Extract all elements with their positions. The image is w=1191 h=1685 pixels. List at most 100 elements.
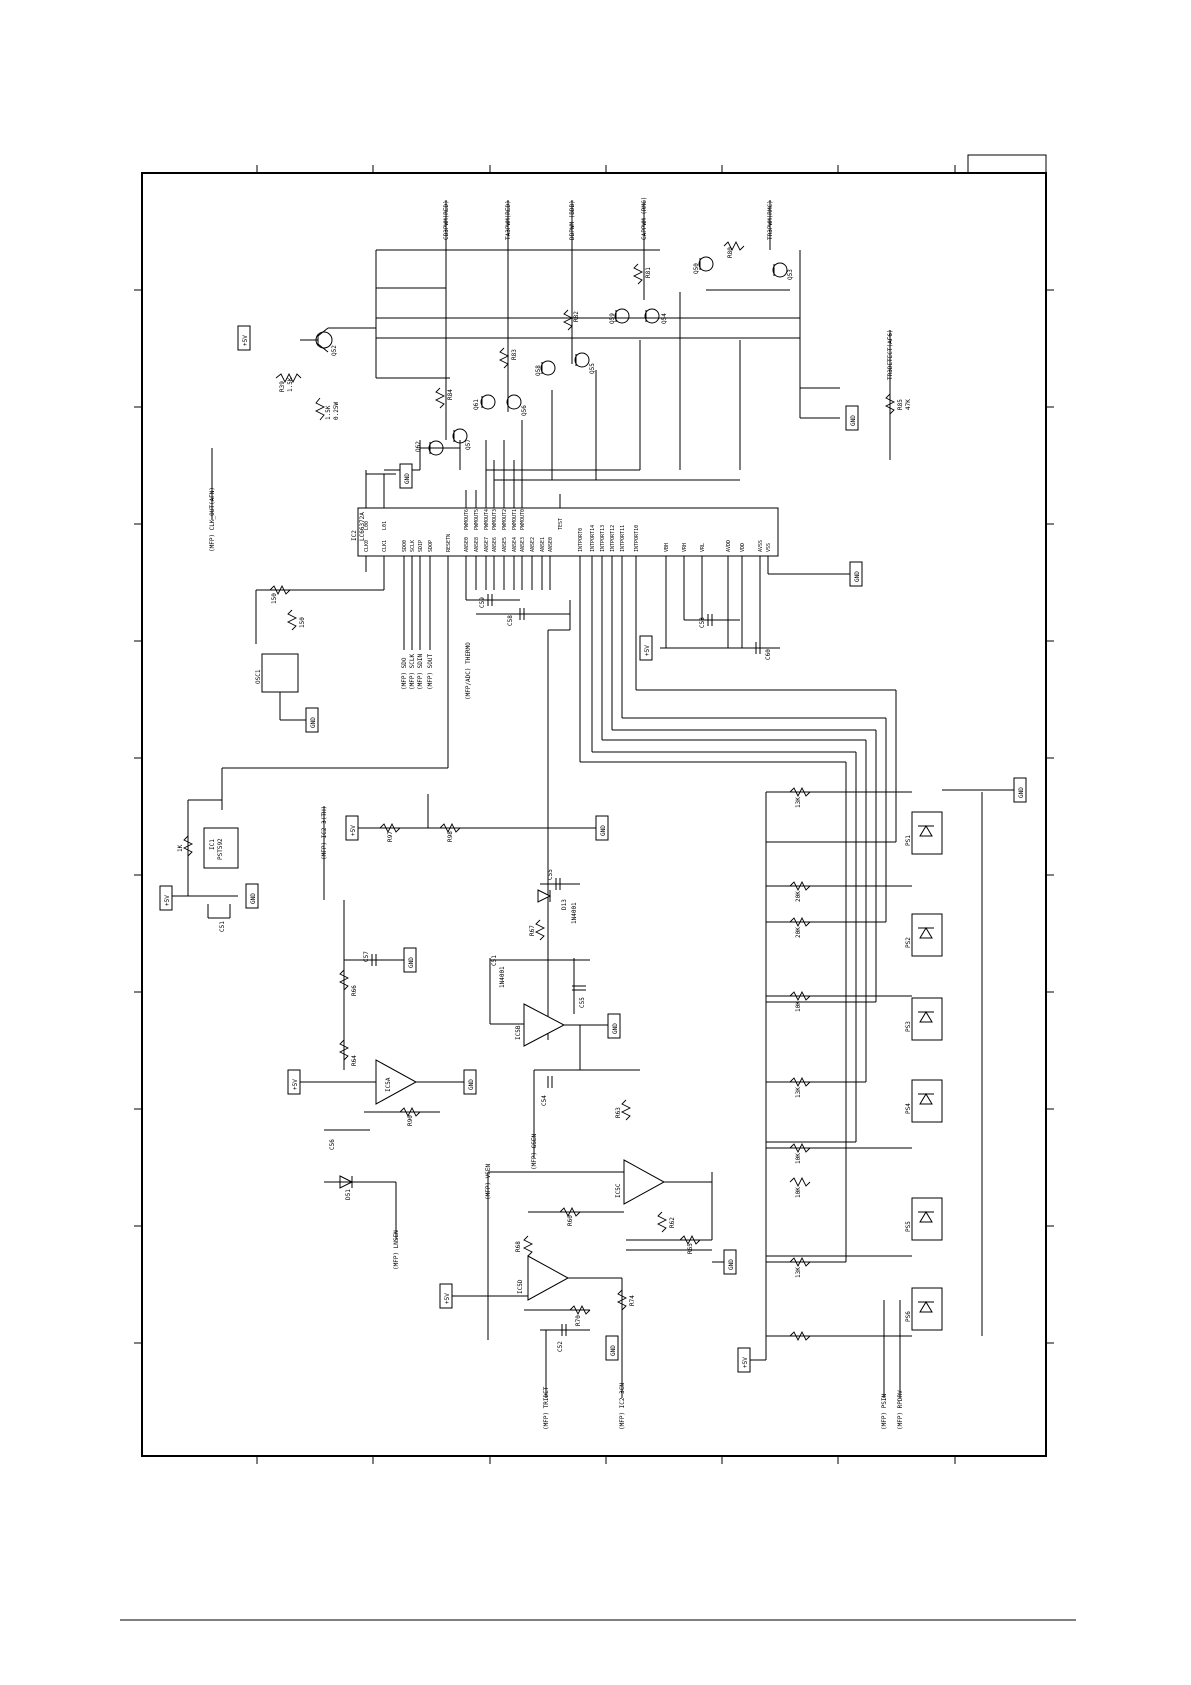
svg-text:GND: GND — [250, 893, 257, 904]
svg-text:VRL: VRL — [700, 543, 706, 552]
svg-text:13K: 13K — [795, 797, 802, 808]
svg-text:R85: R85 — [897, 399, 904, 410]
port-5v-ic — [639, 635, 653, 661]
svg-text:R83: R83 — [511, 349, 518, 360]
svg-text:(MFP) IC2-3(TH): (MFP) IC2-3(TH) — [321, 806, 328, 860]
svg-text:INTPORT10: INTPORT10 — [634, 525, 640, 552]
transistor-q53: Q53 — [772, 262, 794, 280]
svg-text:(MFP/ADC) THERMO: (MFP/ADC) THERMO — [465, 642, 472, 700]
svg-text:PS5: PS5 — [905, 1221, 912, 1232]
transistor-q58: Q58 — [535, 360, 556, 376]
svg-text:+5V: +5V — [292, 1079, 299, 1090]
svg-text:L01: L01 — [382, 521, 388, 530]
ic-reset — [203, 827, 239, 869]
driver-resistors: R39 1.5K 1.5K 0.25W R84 R83 R82 R81 R80 … — [275, 240, 912, 421]
photo-sensor-ps6: PS6 — [905, 1287, 943, 1331]
svg-text:10K: 10K — [795, 1001, 802, 1012]
drawing-frame — [141, 172, 1047, 1457]
svg-text:OSC1: OSC1 — [255, 669, 262, 684]
svg-text:R80: R80 — [727, 247, 734, 258]
svg-text:ANSE6: ANSE6 — [492, 537, 498, 552]
svg-text:Q55: Q55 — [589, 363, 596, 374]
svg-text:C51: C51 — [491, 955, 498, 966]
svg-text:+5V: +5V — [444, 1293, 451, 1304]
svg-text:Q50: Q50 — [693, 263, 700, 274]
svg-text:0.25W: 0.25W — [333, 402, 340, 420]
svg-text:R62: R62 — [669, 1217, 676, 1228]
svg-text:R84: R84 — [447, 389, 454, 400]
svg-text:R60: R60 — [567, 1215, 574, 1226]
svg-text:+5V: +5V — [350, 825, 357, 836]
svg-text:SDO0: SDO0 — [402, 540, 408, 552]
svg-text:TEST: TEST — [558, 518, 564, 530]
transistor-q54: Q54 — [644, 308, 668, 324]
svg-text:VDD: VDD — [740, 543, 746, 552]
svg-text:GND: GND — [610, 1345, 617, 1356]
svg-text:Q58: Q58 — [535, 365, 542, 376]
svg-text:Q62: Q62 — [415, 441, 422, 452]
svg-text:R65: R65 — [687, 1243, 694, 1254]
svg-text:ANSE8: ANSE8 — [474, 537, 480, 552]
svg-text:PWMOUT4: PWMOUT4 — [484, 509, 490, 530]
svg-text:SCLK: SCLK — [410, 540, 416, 552]
svg-text:C58: C58 — [507, 615, 514, 626]
transistor-q61: Q61 — [473, 394, 496, 410]
svg-text:CLK1: CLK1 — [382, 540, 388, 552]
svg-text:PWMOUT5: PWMOUT5 — [474, 509, 480, 530]
svg-text:R74: R74 — [629, 1295, 636, 1306]
svg-text:C55: C55 — [579, 997, 586, 1008]
svg-text:(MFP) TRIDET: (MFP) TRIDET — [543, 1386, 550, 1430]
reset-section: IC1 PST592 1K +5V GND C51 — [159, 767, 448, 932]
photo-sensor-ps5: PS5 — [905, 1197, 943, 1241]
svg-text:IC1: IC1 — [209, 839, 216, 850]
svg-text:PWMOUT3: PWMOUT3 — [492, 509, 498, 530]
svg-text:20K: 20K — [795, 927, 802, 938]
svg-text:13K: 13K — [795, 1267, 802, 1278]
svg-text:ANSE0: ANSE0 — [464, 537, 470, 552]
svg-text:D13: D13 — [561, 899, 568, 910]
svg-text:+5V: +5V — [644, 645, 651, 656]
svg-text:SDOP: SDOP — [428, 540, 434, 552]
svg-text:(MFP) SDO: (MFP) SDO — [401, 657, 408, 690]
photo-sensor-ps1: PS1 — [905, 811, 943, 855]
svg-text:(MFP) GSEN: (MFP) GSEN — [531, 1133, 538, 1170]
svg-text:INTPORT14: INTPORT14 — [590, 525, 596, 552]
svg-text:(MFP) SOUT: (MFP) SOUT — [427, 653, 434, 690]
svg-text:13K: 13K — [795, 1087, 802, 1098]
svg-text:R90: R90 — [407, 1115, 414, 1126]
svg-text:AVDD: AVDD — [726, 540, 732, 552]
svg-text:47K: 47K — [905, 399, 912, 410]
svg-text:PWMOUT6: PWMOUT6 — [464, 509, 470, 530]
svg-text:R39: R39 — [279, 381, 286, 392]
top-net-labels: CB3PWM(RED) TA3PWM(RED) DBPWM (BDB) CAPP… — [209, 197, 894, 552]
svg-text:VSS: VSS — [766, 543, 772, 552]
transistor-q62: Q62 — [415, 440, 444, 456]
svg-text:Q61: Q61 — [473, 399, 480, 410]
transistor-q57: Q57 — [452, 428, 472, 450]
svg-text:PS3: PS3 — [905, 1021, 912, 1032]
svg-text:1.5K: 1.5K — [325, 405, 332, 420]
svg-text:GND: GND — [404, 473, 411, 484]
svg-text:Q53: Q53 — [787, 269, 794, 280]
svg-text:Q57: Q57 — [465, 439, 472, 450]
svg-text:INTPORT12: INTPORT12 — [610, 525, 616, 552]
svg-text:IC5D: IC5D — [517, 1279, 524, 1294]
svg-text:IC5C: IC5C — [615, 1183, 622, 1198]
svg-text:150: 150 — [299, 617, 306, 628]
svg-text:C52: C52 — [557, 1341, 564, 1352]
svg-text:Q52: Q52 — [331, 345, 338, 356]
svg-text:R70: R70 — [575, 1315, 582, 1326]
photo-sensor-ps2: PS2 — [905, 913, 943, 957]
svg-text:(MFP) PSIN: (MFP) PSIN — [881, 1393, 888, 1430]
svg-text:IC5A: IC5A — [385, 1077, 392, 1092]
svg-text:1N4001: 1N4001 — [499, 966, 506, 988]
svg-text:R82: R82 — [573, 311, 580, 322]
svg-text:PST592: PST592 — [217, 838, 224, 860]
ic-decoupling: C59 C58 C53 C60 +5V — [466, 594, 780, 1040]
svg-text:10K: 10K — [795, 1187, 802, 1198]
svg-text:(MFP) RPDRV: (MFP) RPDRV — [897, 1390, 904, 1430]
svg-text:GND: GND — [408, 957, 415, 968]
svg-text:R98: R98 — [447, 831, 454, 842]
net-tr-detect: TR3DETECT(AF6) — [887, 329, 894, 380]
